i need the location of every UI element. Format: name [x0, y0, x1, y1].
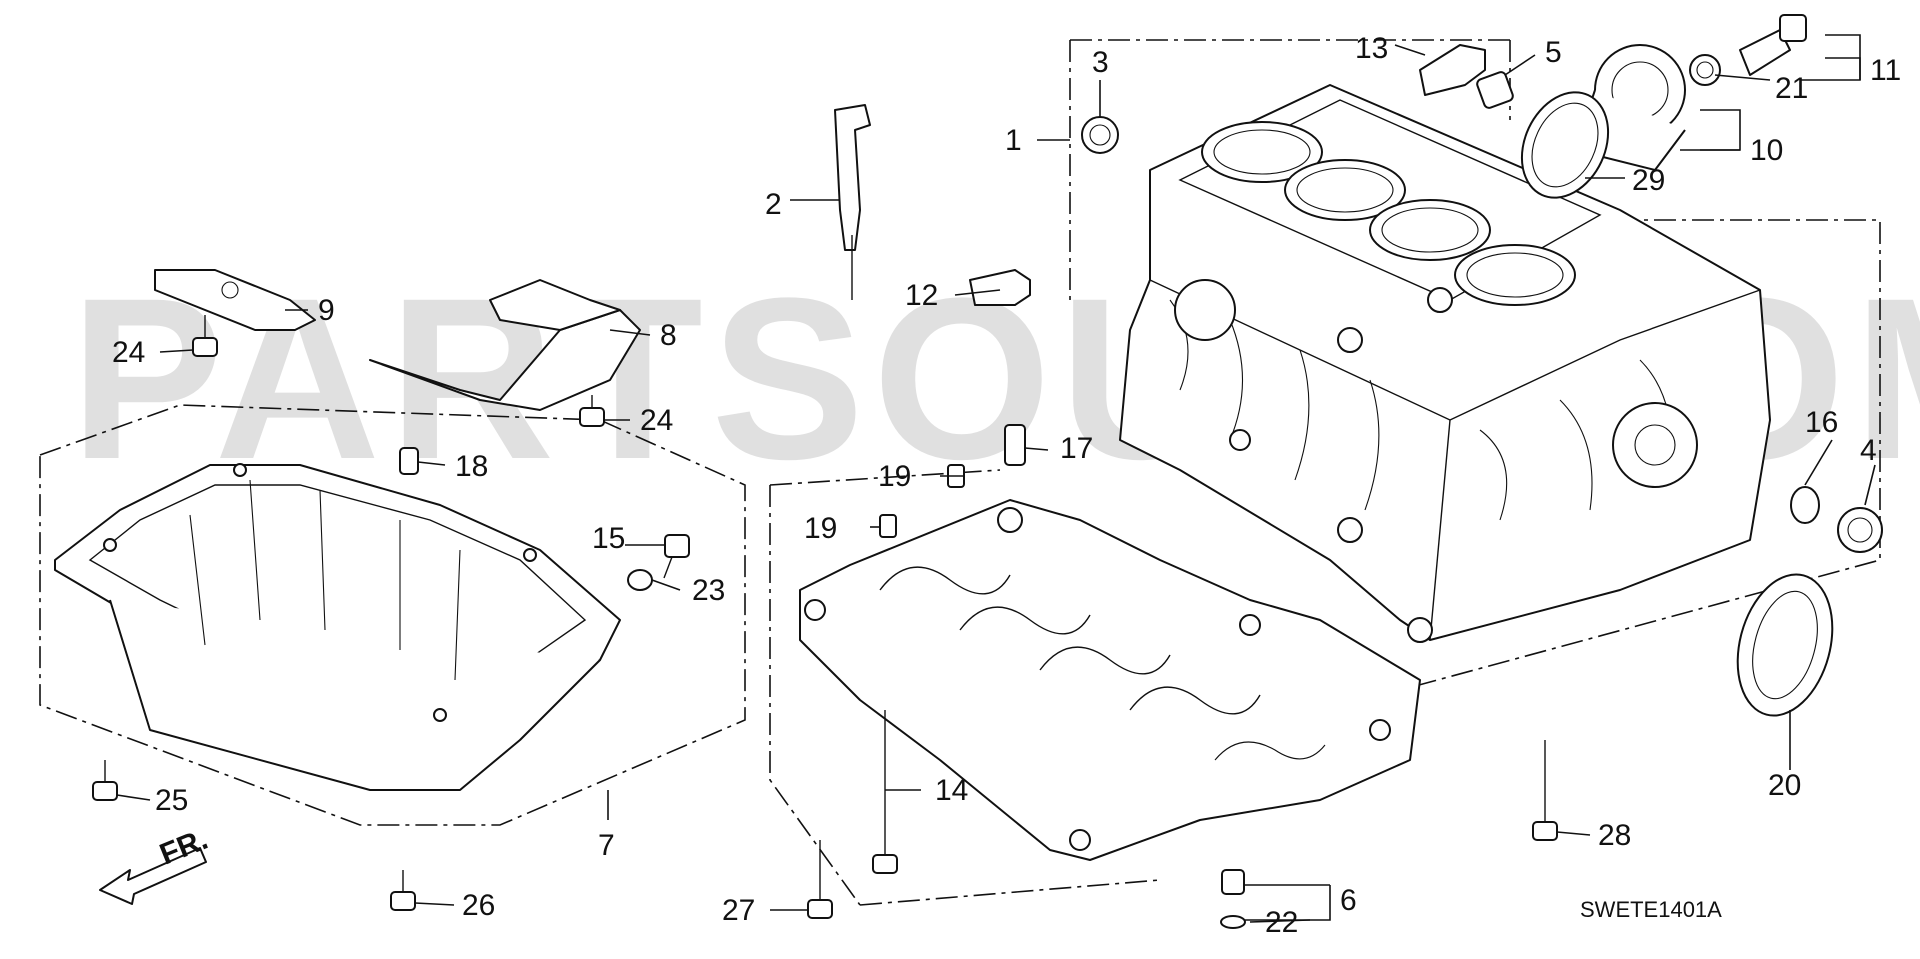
oil-pan: [54, 463, 621, 791]
callout-2[interactable]: 2: [765, 188, 782, 221]
callout-11[interactable]: 11: [1870, 54, 1901, 87]
direction-label: FR.: [155, 823, 212, 872]
oil-level-gauge: [834, 104, 871, 300]
washer-16: [1790, 486, 1820, 524]
callout-5[interactable]: 5: [1545, 36, 1562, 69]
baffle-plate: [369, 279, 641, 411]
callout-7[interactable]: 7: [598, 829, 615, 862]
diagram-code: SWETE1401A: [1580, 897, 1722, 922]
callout-15[interactable]: 15: [592, 522, 625, 555]
bolt-11: [1739, 14, 1807, 76]
bolts-vertical: [92, 315, 1558, 919]
sensor-12: [969, 269, 1031, 306]
washer-21: [1689, 54, 1721, 86]
group-boundaries: [39, 39, 1881, 906]
callout-20[interactable]: 20: [1768, 769, 1801, 802]
callout-12[interactable]: 12: [905, 279, 938, 312]
callout-18[interactable]: 18: [455, 450, 488, 483]
callout-labels: 1 2 3 4 5 6 7 8 9 10 11 12 13 14 15 16 1…: [112, 32, 1901, 939]
front-direction-arrow: FR.: [99, 823, 212, 905]
callout-6[interactable]: 6: [1340, 884, 1357, 917]
callout-26[interactable]: 26: [462, 889, 495, 922]
lower-block: [799, 499, 1421, 861]
callout-21[interactable]: 21: [1775, 72, 1808, 105]
leader-lines: [116, 34, 1876, 923]
callout-19-b[interactable]: 19: [804, 512, 837, 545]
callout-17[interactable]: 17: [1060, 432, 1093, 465]
callout-24-a[interactable]: 24: [112, 336, 145, 369]
sensor-13: [1419, 44, 1486, 96]
callout-4[interactable]: 4: [1860, 434, 1877, 467]
bracket-9: [154, 269, 316, 331]
callout-9[interactable]: 9: [318, 294, 335, 327]
callout-28[interactable]: 28: [1598, 819, 1631, 852]
callout-13[interactable]: 13: [1355, 32, 1388, 65]
plug-4: [1837, 507, 1883, 553]
oil-seal-20: [1736, 573, 1834, 717]
callout-29[interactable]: 29: [1632, 164, 1665, 197]
callout-14[interactable]: 14: [935, 774, 968, 807]
cap-5: [1476, 71, 1514, 109]
bolt-15: [663, 534, 690, 579]
callout-8[interactable]: 8: [660, 319, 677, 352]
callout-25[interactable]: 25: [155, 784, 188, 817]
callout-22[interactable]: 22: [1265, 906, 1298, 939]
o-ring-29: [1520, 91, 1610, 199]
callout-10[interactable]: 10: [1750, 134, 1783, 167]
callout-1[interactable]: 1: [1005, 124, 1022, 157]
plug-3: [1081, 116, 1119, 154]
plug-6: [1220, 869, 1246, 929]
callout-27[interactable]: 27: [722, 894, 755, 927]
callout-16[interactable]: 16: [1805, 406, 1838, 439]
cylinder-block: [1119, 84, 1771, 643]
callout-3[interactable]: 3: [1092, 46, 1109, 79]
callout-19-a[interactable]: 19: [878, 460, 911, 493]
callout-23[interactable]: 23: [692, 574, 725, 607]
washer-23: [627, 569, 653, 591]
callout-24-b[interactable]: 24: [640, 404, 673, 437]
